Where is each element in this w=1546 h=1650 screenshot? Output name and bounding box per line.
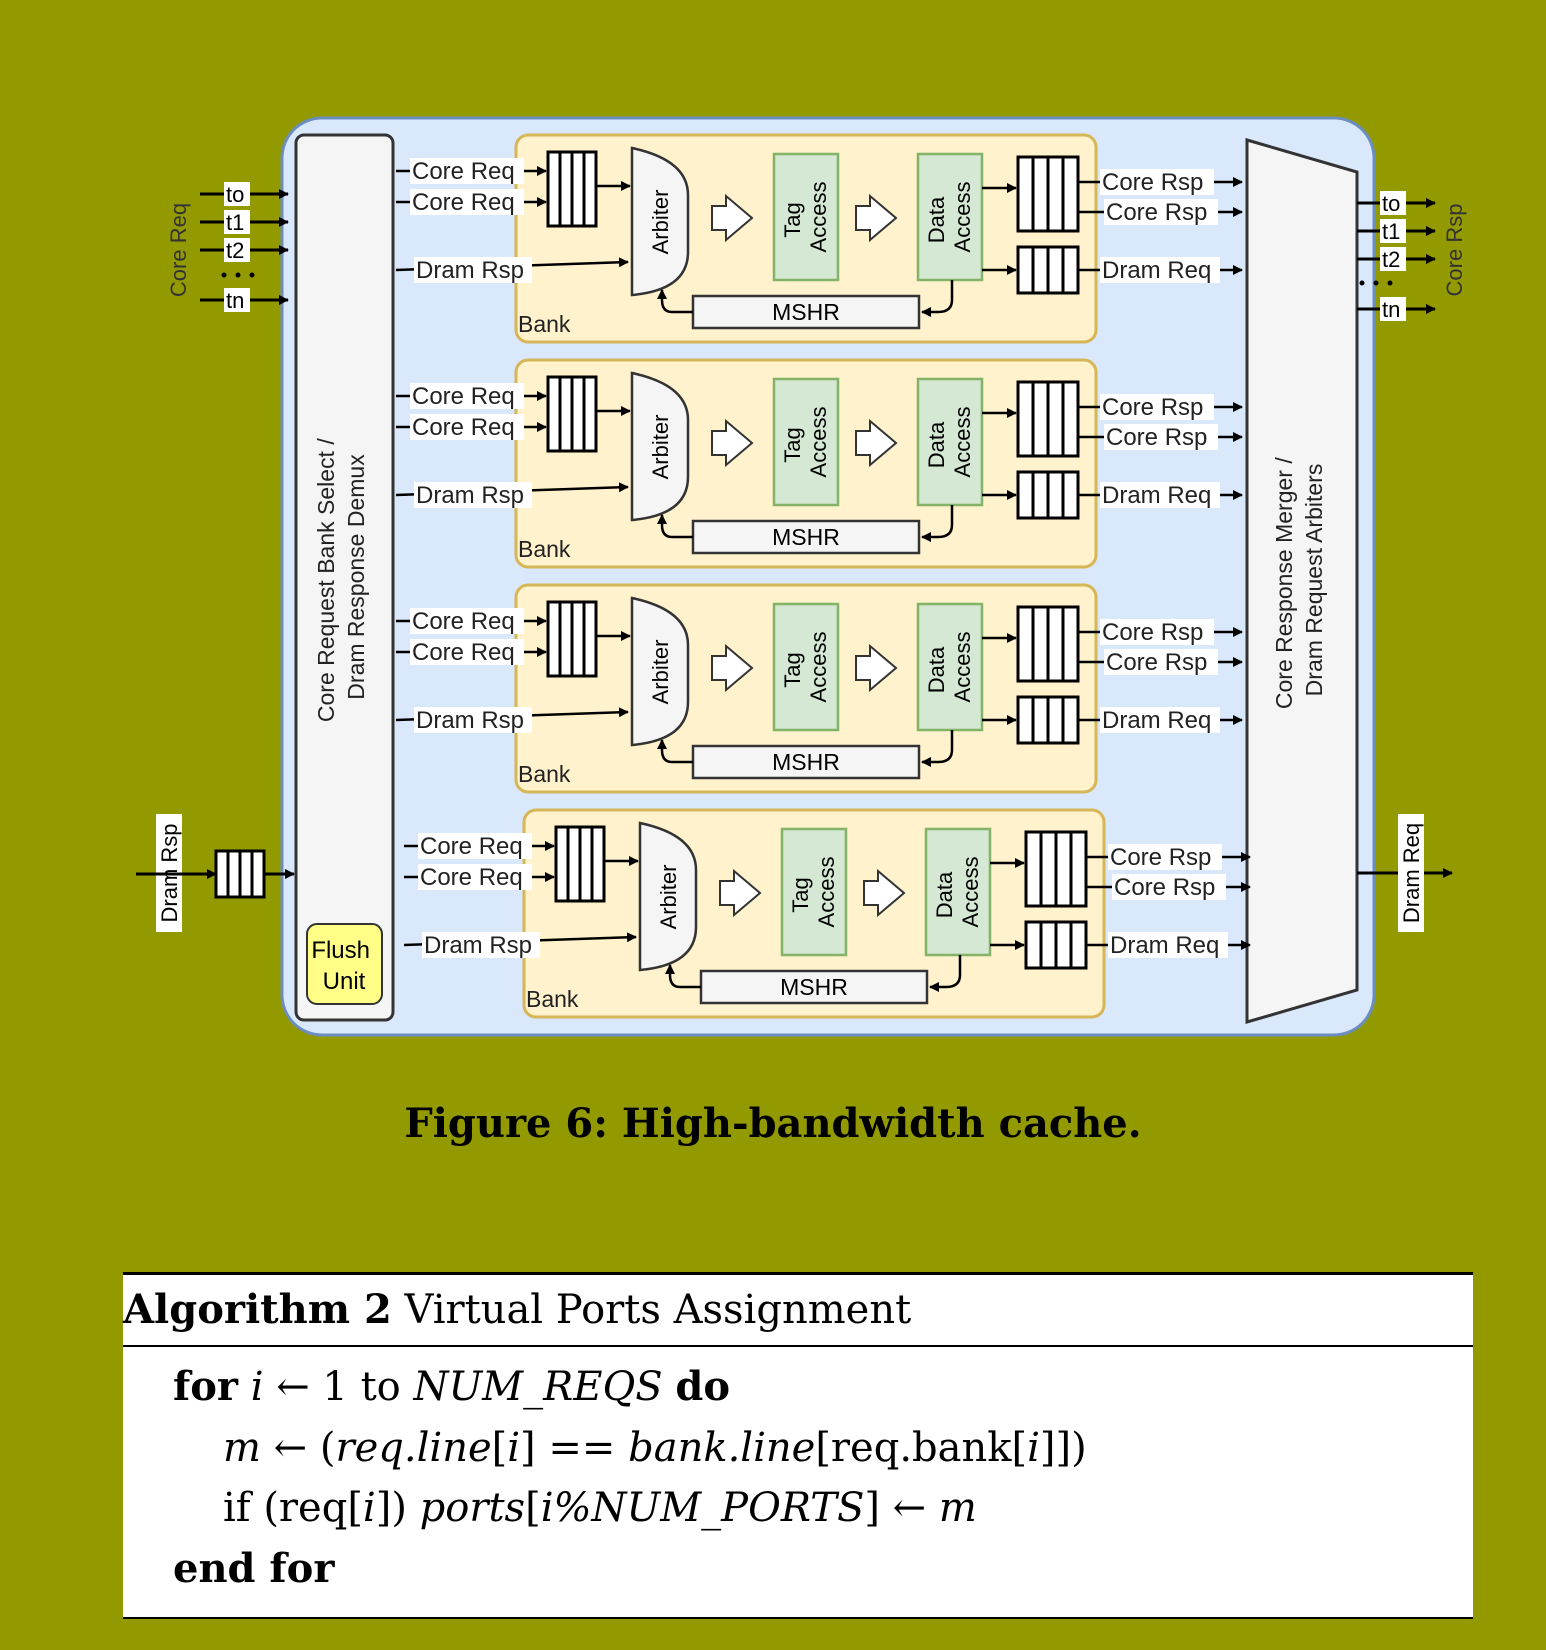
- data-access: [916, 377, 984, 507]
- thread-label: tn: [226, 288, 244, 313]
- thread-label: t1: [226, 210, 244, 235]
- bank-label: Bank: [526, 986, 579, 1012]
- data-access: [924, 827, 992, 957]
- data-access: [916, 602, 984, 732]
- thread-label: t1: [1382, 219, 1400, 244]
- core-rsp-label: Core Rsp: [1102, 169, 1203, 196]
- algorithm-number: Algorithm 2: [123, 1286, 392, 1333]
- bank: Core Req Core Req Dram Rsp Arbiter Tag A…: [395, 583, 1243, 794]
- core-rsp-label: Core Rsp: [1102, 619, 1203, 646]
- core-rsp-label: Core Rsp: [1106, 424, 1207, 451]
- bank-label: Bank: [518, 311, 571, 337]
- arbiter-label: Arbiter: [648, 640, 673, 705]
- core-req-label: Core Req: [412, 383, 515, 410]
- algorithm-title: Algorithm 2 Virtual Ports Assignment: [123, 1275, 1473, 1347]
- left-thread-inputs: to t1 t2 tn: [200, 182, 289, 313]
- tag-access-label: Tag Access: [780, 407, 831, 478]
- mshr: [691, 519, 921, 555]
- core-req-label: Core Req: [420, 864, 523, 891]
- thread-label: to: [226, 182, 244, 207]
- arbiter-label: Arbiter: [648, 415, 673, 480]
- merger-label: Core Response Merger / Dram Request Arbi…: [1271, 451, 1327, 709]
- data-access: [916, 152, 984, 282]
- bank: Core Req Core Req Dram Rsp Arbiter Tag A…: [395, 358, 1243, 569]
- algorithm-name: Virtual Ports Assignment: [391, 1287, 912, 1333]
- demux-block: [294, 133, 395, 1022]
- cache-diagram: Core Request Bank Select / Dram Response…: [136, 116, 1467, 1037]
- demux-label: Core Request Bank Select / Dram Response…: [313, 432, 369, 722]
- core-req-label: Core Req: [412, 639, 515, 666]
- data-access-label: Data Access: [924, 182, 975, 253]
- arbiter: [638, 821, 698, 972]
- tag-access-label: Tag Access: [780, 182, 831, 253]
- core-rsp-label: Core Rsp: [1106, 199, 1207, 226]
- core-req-label: Core Req: [412, 189, 515, 216]
- mshr-label: MSHR: [780, 974, 848, 1000]
- dram-rsp-input: Dram Rsp: [136, 814, 295, 932]
- arbiter-label: Arbiter: [656, 865, 681, 930]
- flush-unit: [306, 923, 383, 1005]
- algorithm-line-1: for i ← 1 to NUM_REQS do: [173, 1363, 731, 1410]
- thread-label: t2: [1382, 247, 1400, 272]
- data-access-label: Data Access: [932, 857, 983, 928]
- dram-rsp-label: Dram Rsp: [416, 482, 524, 509]
- bank-label: Bank: [518, 761, 571, 787]
- tag-access: [780, 827, 848, 957]
- arbiter: [630, 371, 690, 522]
- merger-block: [1245, 138, 1359, 1024]
- thread-label: tn: [1382, 297, 1400, 322]
- dram-req-label: Dram Req: [1110, 932, 1219, 959]
- flush-unit-label: Flush Unit: [311, 937, 376, 995]
- bank: Core Req Core Req Dram Rsp Arbiter Tag A…: [395, 133, 1243, 344]
- right-thread-outputs: to t1 t2 tn: [1357, 191, 1436, 322]
- core-rsp-label: Core Rsp: [1102, 394, 1203, 421]
- dram-rsp-label: Dram Rsp: [424, 932, 532, 959]
- dram-rsp-label: Dram Rsp: [416, 707, 524, 734]
- mshr: [691, 294, 921, 330]
- mshr-label: MSHR: [772, 524, 840, 550]
- core-req-label: Core Req: [412, 158, 515, 185]
- svg-text:Dram Req: Dram Req: [1399, 823, 1424, 923]
- dram-req-output: Dram Req: [1357, 814, 1453, 932]
- tag-access-label: Tag Access: [780, 632, 831, 703]
- tag-access: [772, 377, 840, 507]
- core-req-label: Core Req: [412, 608, 515, 635]
- algorithm-line-3: if (req[i]) ports[i%NUM_PORTS] ← m: [223, 1485, 977, 1531]
- arbiter: [630, 146, 690, 297]
- figure-caption: Figure 6: High-bandwidth cache.: [404, 1100, 1142, 1147]
- data-access-label: Data Access: [924, 632, 975, 703]
- arbiter-label: Arbiter: [648, 190, 673, 255]
- tag-access: [772, 602, 840, 732]
- core-rsp-output-label: Core Rsp: [1442, 204, 1467, 297]
- mshr-label: MSHR: [772, 749, 840, 775]
- core-rsp-label: Core Rsp: [1106, 649, 1207, 676]
- mshr-label: MSHR: [772, 299, 840, 325]
- core-rsp-label: Core Rsp: [1110, 844, 1211, 871]
- cache-container: [280, 116, 1376, 1037]
- dram-req-label: Dram Req: [1102, 257, 1211, 284]
- tag-access-label: Tag Access: [788, 857, 839, 928]
- algorithm-block: Algorithm 2 Virtual Ports Assignment for…: [123, 1272, 1473, 1619]
- core-req-input-label: Core Req: [166, 203, 191, 297]
- core-req-label: Core Req: [420, 833, 523, 860]
- algorithm-line-4: end for: [173, 1545, 335, 1592]
- bank-label: Bank: [518, 536, 571, 562]
- algorithm-line-2: m ← (req.line[i] == bank.line[req.bank[i…: [223, 1425, 1087, 1471]
- core-req-label: Core Req: [412, 414, 515, 441]
- arbiter: [630, 596, 690, 747]
- bank: Core Req Core Req Dram Rsp Arbiter Tag A…: [403, 808, 1251, 1019]
- thread-label: to: [1382, 191, 1400, 216]
- dram-rsp-label: Dram Rsp: [416, 257, 524, 284]
- data-access-label: Data Access: [924, 407, 975, 478]
- core-rsp-label: Core Rsp: [1114, 874, 1215, 901]
- thread-label: t2: [226, 238, 244, 263]
- bank-slots: Core Req Core Req Dram Rsp Arbiter Tag A…: [395, 358, 1251, 1019]
- dram-req-label: Dram Req: [1102, 707, 1211, 734]
- tag-access: [772, 152, 840, 282]
- dram-req-label: Dram Req: [1102, 482, 1211, 509]
